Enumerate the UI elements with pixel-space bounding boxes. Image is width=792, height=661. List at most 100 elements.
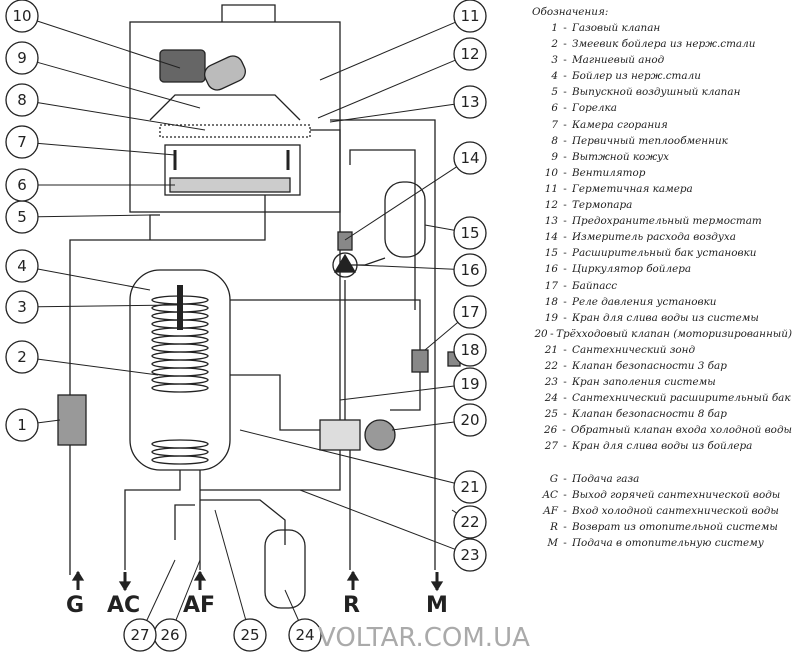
legend-label: Обратный клапан входа холодной воды [570, 424, 792, 437]
callout-number: 12 [460, 45, 479, 63]
callout-24: 24 [284, 589, 322, 652]
callout-6: 6 [5, 168, 175, 202]
legend-item: 12-Термопара [532, 197, 792, 213]
legend-dash: - [563, 520, 567, 533]
boiler-coil [151, 295, 209, 465]
m-loop [349, 149, 416, 310]
legend-dash: - [563, 231, 567, 244]
callout-7: 7 [5, 125, 176, 159]
legend-key: 4 [551, 70, 558, 83]
callout-number: 15 [460, 224, 479, 242]
legend-dash: - [563, 488, 567, 501]
leader-line [37, 102, 206, 131]
callout-circle [288, 618, 322, 652]
legend-dash: - [562, 424, 566, 437]
callout-23: 23 [299, 489, 487, 572]
callout-number: 6 [17, 176, 27, 194]
legend-item: 7-Камера сгорания [532, 117, 792, 133]
callout-number: 19 [460, 375, 479, 393]
legend-item: 14-Измеритель расхода воздуха [532, 229, 792, 245]
legend-key: 14 [544, 231, 558, 244]
port-ac: AC [107, 593, 140, 618]
callout-number: 8 [17, 91, 27, 109]
legend-dash: - [563, 472, 567, 485]
callout-25: 25 [214, 509, 267, 652]
legend-item: 16-Циркулятор бойлера [532, 261, 792, 277]
leader-line [37, 304, 179, 308]
legend-dash: - [563, 166, 567, 179]
legend-label: Расширительный бак установки [572, 247, 757, 260]
callout-5: 5 [5, 200, 151, 234]
callout-circle [453, 470, 487, 504]
legend-label: Выход горячей сантехнической воды [572, 488, 781, 501]
callout-circle [233, 618, 267, 652]
callout-number: 16 [460, 261, 479, 279]
legend-label: Измеритель расхода воздуха [572, 231, 736, 244]
legend-label: Сантехнический зонд [572, 343, 696, 356]
legend-dash: - [550, 327, 554, 340]
legend-key: 9 [551, 150, 558, 163]
legend-key: 1 [551, 22, 558, 34]
port-arrow-icon [346, 570, 360, 581]
legend-item: 6-Горелка [532, 100, 792, 116]
legend-item: 11-Герметичная камера [532, 181, 792, 197]
three-way-valve [319, 419, 361, 451]
callout-12: 12 [317, 37, 487, 119]
legend-item: 2-Змеевик бойлера из нерж.стали [532, 36, 792, 52]
callout-number: 22 [460, 513, 479, 531]
leader-line [284, 589, 299, 621]
callout-16: 16 [356, 253, 487, 287]
callout-19: 19 [339, 367, 487, 401]
legend-key: 27 [544, 440, 558, 453]
callout-circle [453, 253, 487, 287]
exhaust-hood [149, 94, 301, 121]
leader-line [37, 61, 201, 109]
leader-line [37, 268, 151, 291]
legend-label: Сантехнический расширительный бак [572, 392, 791, 405]
legend-dash: - [563, 376, 567, 389]
callout-2: 2 [5, 340, 159, 376]
callout-circle [5, 340, 39, 374]
leader-line [37, 142, 176, 156]
port-labels: G AC AF R M [66, 593, 448, 618]
legend-key: 26 [544, 424, 558, 437]
legend-label: Кран для слива воды из системы [572, 311, 759, 324]
coil-turn [151, 367, 209, 377]
legend-dash: - [563, 22, 567, 34]
legend-key: 8 [551, 134, 558, 147]
coil-turn [151, 335, 209, 345]
legend-item: 21-Сантехнический зонд [532, 342, 792, 358]
callout-number: 7 [17, 133, 27, 151]
leader-line [317, 59, 456, 119]
callout-circle [453, 333, 487, 367]
leader-line [424, 321, 459, 351]
legend-item: 24-Сантехнический расширительный бак [532, 390, 792, 406]
legend-key: 21 [544, 343, 558, 356]
legend-label: Термопара [572, 199, 633, 212]
callout-number: 23 [460, 546, 479, 564]
leader-line [319, 21, 456, 81]
leader-line [37, 214, 151, 218]
callout-circle [453, 0, 487, 33]
legend-item: 25-Клапан безопасности 8 бар [532, 406, 792, 422]
callout-circle [5, 83, 39, 117]
legend-item: 18-Реле давления установки [532, 294, 792, 310]
legend-label: Горелка [572, 102, 617, 115]
leader-line [451, 509, 457, 514]
legend-key: 24 [544, 392, 558, 405]
callout-number: 4 [17, 257, 27, 275]
legend-label: Первичный теплообменник [572, 134, 728, 147]
callout-4: 4 [5, 249, 151, 291]
callout-number: 11 [460, 7, 479, 25]
legend-label: Вытжной кожух [572, 150, 670, 163]
callout-circle [453, 538, 487, 572]
flue-pipe [221, 4, 276, 22]
callout-20: 20 [391, 403, 487, 437]
leader-line [344, 166, 457, 241]
legend-label: Магниевый анод [572, 54, 665, 67]
legend-item: 23-Кран заполения системы [532, 374, 792, 390]
legend-item: 3-Магниевый анод [532, 52, 792, 68]
callout-number: 9 [17, 49, 27, 67]
legend-key: M [547, 536, 558, 549]
